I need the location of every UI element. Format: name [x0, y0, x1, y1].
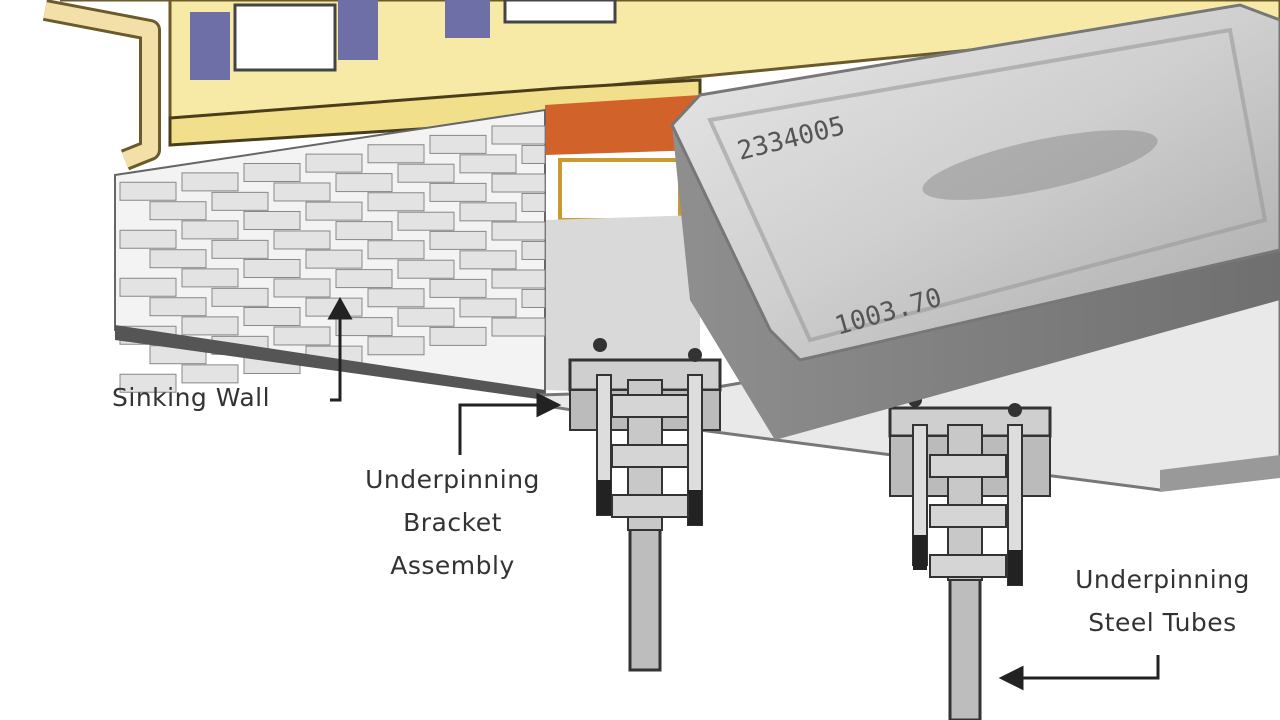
brick — [459, 298, 517, 318]
window-shutter — [338, 0, 378, 60]
bracket-assembly-2 — [888, 393, 1052, 720]
window — [503, 0, 617, 24]
brick — [521, 288, 546, 308]
brick — [459, 250, 517, 270]
label-steel-tubes: Underpinning Steel Tubes — [1055, 558, 1270, 644]
brick — [181, 220, 239, 240]
brick — [243, 259, 301, 278]
brick — [367, 144, 425, 164]
steel-tube — [948, 568, 982, 720]
brick — [243, 211, 301, 230]
label-line: Bracket — [403, 508, 502, 537]
brick — [149, 297, 207, 317]
brick — [273, 230, 331, 250]
foundation-side — [545, 215, 700, 395]
label-line: Assembly — [390, 551, 515, 580]
brick — [429, 278, 487, 298]
brick — [429, 230, 487, 250]
steel-tube — [628, 518, 662, 672]
brick — [429, 326, 487, 346]
brick — [211, 239, 269, 259]
label-text: Sinking Wall — [112, 383, 271, 412]
brick — [211, 287, 269, 307]
brick — [181, 316, 239, 336]
brick — [273, 326, 331, 346]
silver-bar-image: 2334005 1003.70 — [670, 3, 1280, 440]
brick — [211, 191, 269, 211]
footing-edge — [115, 325, 545, 400]
brick — [335, 269, 393, 289]
brick — [119, 373, 177, 393]
brick — [273, 182, 331, 202]
brick — [181, 364, 239, 384]
brick — [305, 201, 363, 221]
brick — [243, 307, 301, 326]
label-line: Underpinning — [365, 465, 540, 494]
brick — [335, 317, 393, 337]
brick — [335, 221, 393, 241]
brick — [149, 249, 207, 269]
window-shutter — [190, 12, 230, 80]
label-line: Steel Tubes — [1088, 608, 1237, 637]
brick — [491, 317, 546, 337]
label-bracket-assembly: Underpinning Bracket Assembly — [345, 458, 560, 587]
brick — [367, 192, 425, 212]
brick — [149, 201, 207, 221]
brick — [429, 134, 487, 154]
brick — [305, 249, 363, 269]
brick — [429, 182, 487, 202]
brick — [243, 163, 301, 182]
rim-joist — [545, 95, 700, 155]
house-siding — [60, 0, 1280, 147]
brick — [335, 173, 393, 193]
brick — [181, 172, 239, 192]
brick — [491, 269, 546, 289]
label-sinking-wall: Sinking Wall — [112, 376, 270, 419]
brick — [273, 278, 331, 298]
brick — [459, 154, 517, 174]
brick — [119, 277, 177, 297]
brick — [491, 221, 546, 241]
basement-window — [558, 158, 682, 222]
brick — [305, 153, 363, 173]
slab-edge — [1160, 455, 1280, 492]
bracket-assembly-1 — [568, 338, 722, 672]
label-arrows — [327, 296, 1160, 691]
downspout — [42, 0, 161, 171]
brick — [181, 268, 239, 288]
brick — [521, 240, 546, 260]
brick — [397, 211, 455, 231]
brick — [491, 173, 546, 193]
brick — [367, 288, 425, 308]
brick — [367, 240, 425, 260]
brick — [397, 259, 455, 279]
brick — [521, 192, 546, 212]
window-shutter — [445, 0, 490, 38]
brick — [397, 163, 455, 183]
label-line: Underpinning — [1075, 565, 1250, 594]
brick — [119, 229, 177, 249]
brick — [491, 125, 546, 145]
brick-wall — [114, 108, 546, 397]
brick — [367, 336, 425, 356]
brick — [521, 144, 546, 164]
brick — [397, 307, 455, 327]
brick — [459, 202, 517, 222]
window — [233, 3, 337, 72]
brick — [119, 181, 177, 201]
